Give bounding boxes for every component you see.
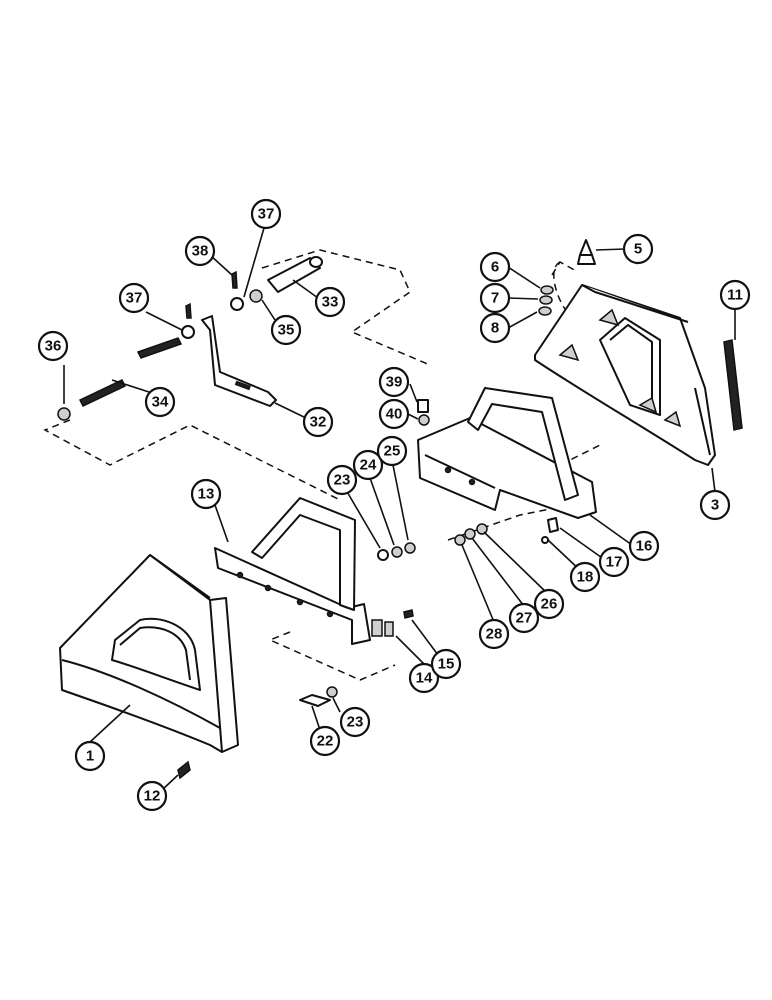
callout-18: 18 — [569, 561, 601, 593]
callout-3: 3 — [699, 489, 731, 521]
callout-39-label: 39 — [386, 374, 403, 391]
callout-8: 8 — [479, 312, 511, 344]
callout-7-label: 7 — [491, 290, 499, 307]
callout-32-label: 32 — [310, 414, 327, 431]
callout-22: 22 — [309, 725, 341, 757]
callout-1-label: 1 — [86, 748, 94, 765]
callout-12-label: 12 — [144, 788, 161, 805]
callout-38: 38 — [184, 235, 216, 267]
callout-34-label: 34 — [152, 394, 169, 411]
callout-13-label: 13 — [198, 486, 215, 503]
callout-23-lower-label: 23 — [347, 714, 364, 731]
part-strip — [723, 339, 743, 431]
callout-26: 26 — [533, 588, 565, 620]
leader-lines — [63, 227, 736, 791]
callout-13: 13 — [190, 478, 222, 510]
callout-26-label: 26 — [541, 596, 558, 613]
callout-15-label: 15 — [438, 656, 455, 673]
callout-16: 16 — [628, 530, 660, 562]
callout-37-lower-label: 37 — [126, 290, 143, 307]
callout-11: 11 — [719, 279, 751, 311]
callout-18-label: 18 — [577, 569, 594, 586]
part-rear-bracket — [417, 387, 597, 519]
callout-37-upper-label: 37 — [258, 206, 275, 223]
callout-24: 24 — [352, 449, 384, 481]
callout-11-label: 11 — [727, 287, 743, 304]
callout-25-label: 25 — [384, 443, 401, 460]
callout-7: 7 — [479, 282, 511, 314]
part-rear-cover — [534, 284, 716, 466]
callout-17: 17 — [598, 546, 630, 578]
callout-6: 6 — [479, 251, 511, 283]
callout-28-label: 28 — [486, 626, 503, 643]
callout-34: 34 — [144, 386, 176, 418]
callout-32: 32 — [302, 406, 334, 438]
callout-5: 5 — [622, 233, 654, 265]
callout-35-label: 35 — [278, 322, 295, 339]
callout-35: 35 — [270, 314, 302, 346]
callout-1: 1 — [74, 740, 106, 772]
callout-33-label: 33 — [322, 294, 339, 311]
callout-16-label: 16 — [636, 538, 653, 555]
callout-12: 12 — [136, 780, 168, 812]
callout-15: 15 — [430, 648, 462, 680]
callout-28: 28 — [478, 618, 510, 650]
callout-23-upper-label: 23 — [334, 472, 351, 489]
callout-14: 14 — [408, 662, 440, 694]
part-threaded-rod — [78, 337, 183, 407]
callout-36-label: 36 — [45, 338, 62, 355]
callout-39: 39 — [378, 366, 410, 398]
callout-17-label: 17 — [606, 554, 623, 571]
callout-37-upper: 37 — [250, 198, 282, 230]
part-front-cover — [59, 554, 239, 753]
hardware-small-parts — [57, 239, 596, 780]
callout-3-label: 3 — [711, 497, 719, 514]
callout-36: 36 — [37, 330, 69, 362]
callout-24-label: 24 — [360, 457, 377, 474]
callout-40-label: 40 — [386, 406, 403, 423]
callout-14-label: 14 — [416, 670, 433, 687]
callout-25: 25 — [376, 435, 408, 467]
callout-8-label: 8 — [491, 320, 499, 337]
callout-6-label: 6 — [491, 259, 499, 276]
callout-22-label: 22 — [317, 733, 334, 750]
callout-38-label: 38 — [192, 243, 209, 260]
callout-37-lower: 37 — [118, 282, 150, 314]
callout-27-label: 27 — [516, 610, 533, 627]
callout-27: 27 — [508, 602, 540, 634]
part-support-arm — [201, 315, 277, 407]
callout-40: 40 — [378, 398, 410, 430]
callout-5-label: 5 — [634, 241, 642, 258]
part-pin-tube — [267, 256, 323, 293]
part-front-bracket — [214, 497, 394, 645]
callout-33: 33 — [314, 286, 346, 318]
callout-23-lower: 23 — [339, 706, 371, 738]
callout-23-upper: 23 — [326, 464, 358, 496]
